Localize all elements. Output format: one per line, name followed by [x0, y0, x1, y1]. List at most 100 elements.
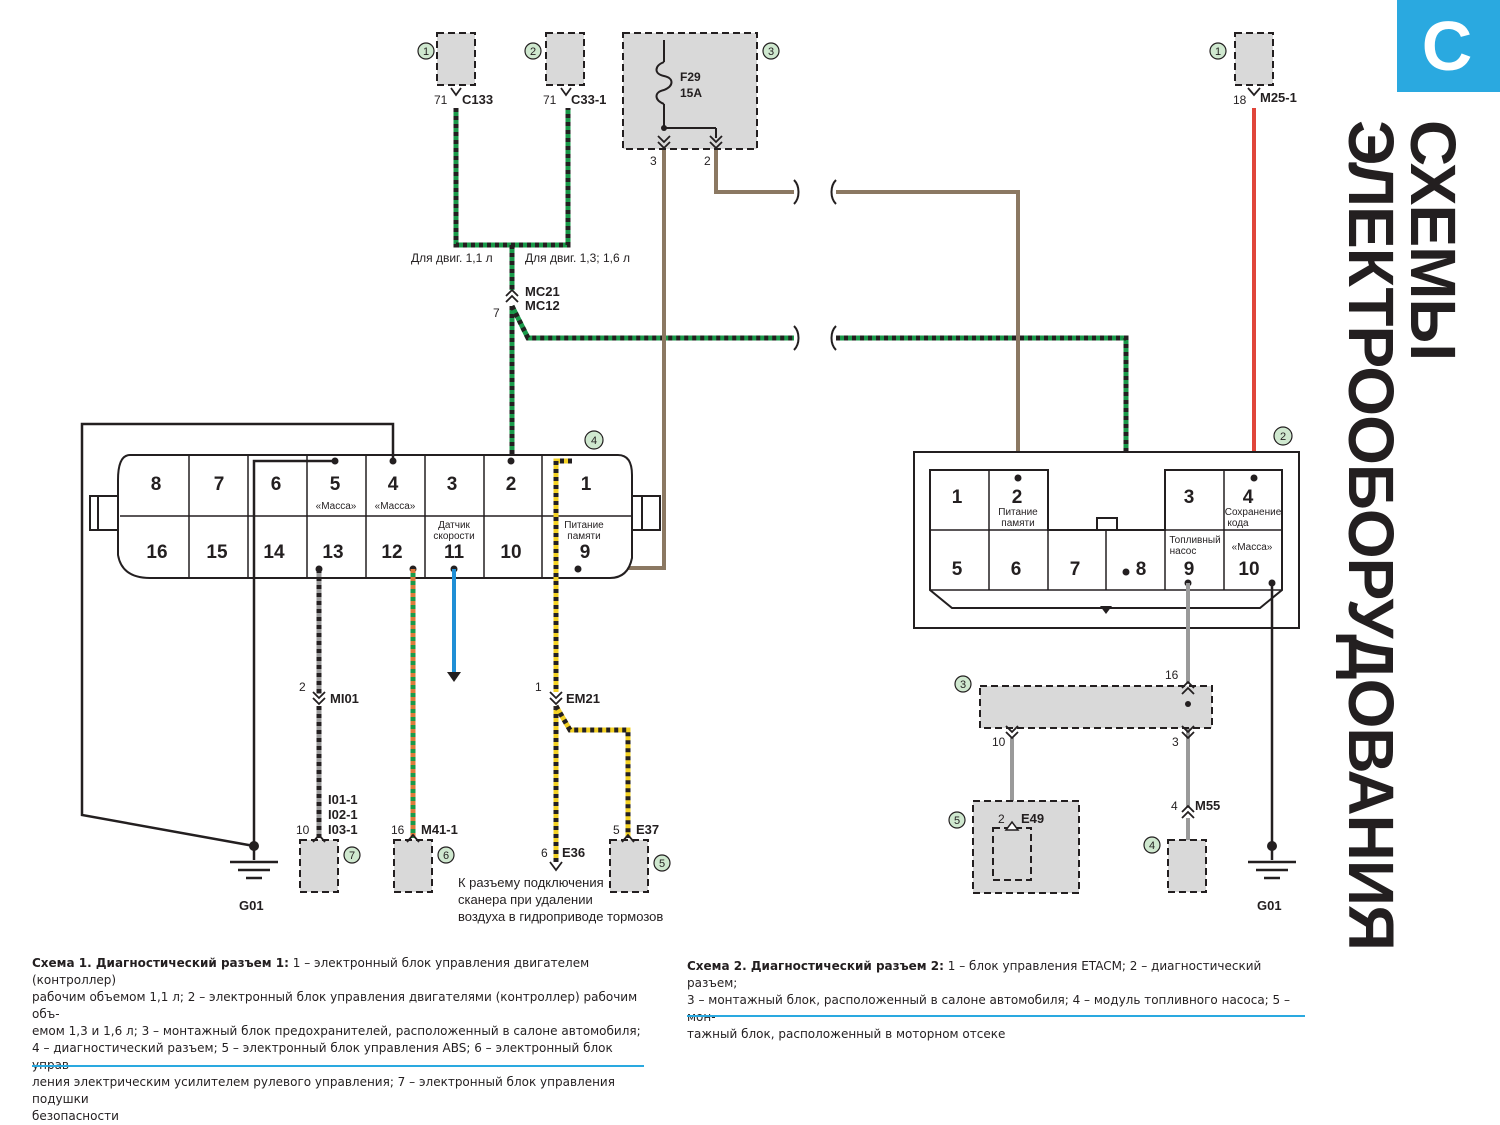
engine-block: 3 16 10 3 — [954, 668, 1213, 749]
svg-text:16: 16 — [391, 823, 405, 837]
svg-text:10: 10 — [500, 542, 521, 563]
svg-text:кода: кода — [1227, 518, 1249, 529]
marker-2 — [524, 42, 542, 60]
svg-text:4: 4 — [1243, 487, 1254, 508]
svg-text:71: 71 — [543, 93, 557, 107]
svg-text:6: 6 — [271, 474, 282, 495]
ground-2 — [1248, 583, 1296, 880]
svg-text:10: 10 — [1238, 559, 1259, 580]
svg-text:сканера при удалении: сканера при удалении — [458, 892, 593, 907]
svg-text:7: 7 — [214, 474, 225, 495]
wiring-diagram: .dash { fill:#d9d9d9; stroke:#231f20; st… — [80, 32, 1300, 924]
svg-text:MC21: MC21 — [525, 284, 560, 299]
marker-5b — [948, 811, 966, 829]
svg-text:E49: E49 — [1021, 811, 1044, 826]
svg-text:I02-1: I02-1 — [328, 807, 358, 822]
svg-text:6: 6 — [443, 850, 449, 862]
wire-green-engine — [453, 108, 571, 290]
caption-2-rule — [687, 1015, 1305, 1017]
svg-text:насос: насос — [1170, 546, 1197, 557]
svg-text:8: 8 — [151, 474, 162, 495]
module-abs: 5 5 E37 — [609, 822, 671, 893]
module-eps: 6 16 M41-1 — [391, 822, 458, 893]
svg-text:15: 15 — [206, 542, 228, 563]
svg-text:3: 3 — [960, 679, 966, 691]
svg-text:Питание: Питание — [998, 507, 1038, 518]
engine-1-3-label: Для двиг. 1,3; 1,6 л — [525, 251, 630, 265]
svg-text:К разъему подключения: К разъему подключения — [458, 875, 604, 890]
module-airbag: 7 10 I01-1 I02-1 I03-1 — [296, 792, 361, 893]
svg-text:1: 1 — [535, 680, 542, 694]
svg-text:2: 2 — [1280, 431, 1286, 443]
svg-text:3: 3 — [447, 474, 458, 495]
svg-text:«Масса»: «Масса» — [1232, 542, 1273, 553]
module-m55: 4 4 M55 — [1143, 798, 1220, 893]
svg-text:5: 5 — [952, 559, 963, 580]
svg-text:6: 6 — [541, 846, 548, 860]
wire-blue-11 — [447, 569, 461, 682]
wire-ground-black — [80, 422, 395, 880]
svg-text:11: 11 — [444, 542, 465, 563]
svg-text:9: 9 — [580, 542, 591, 563]
dlc-1: 4 8 7 6 5 4 3 2 1 16 15 14 13 12 11 10 9… — [89, 430, 661, 579]
svg-text:18: 18 — [1233, 93, 1247, 107]
svg-text:16: 16 — [1165, 668, 1179, 682]
caption-2: Схема 2. Диагностический разъем 2: 1 – б… — [687, 959, 1290, 1041]
section-tab — [1397, 0, 1500, 92]
svg-text:8: 8 — [1136, 559, 1147, 580]
svg-text:71: 71 — [434, 93, 448, 107]
svg-text:E37: E37 — [636, 822, 659, 837]
svg-text:2: 2 — [299, 680, 306, 694]
marker-6 — [437, 846, 455, 864]
svg-text:13: 13 — [322, 542, 343, 563]
svg-text:2: 2 — [530, 46, 536, 58]
ground-label-2: G01 — [1257, 898, 1282, 913]
svg-text:7: 7 — [349, 850, 355, 862]
wire-yellow-1 — [549, 458, 631, 872]
marker-2b — [1273, 426, 1293, 446]
svg-text:C33-1: C33-1 — [571, 92, 606, 107]
svg-text:Датчик: Датчик — [438, 520, 470, 531]
svg-text:7: 7 — [493, 306, 500, 320]
svg-text:5: 5 — [330, 474, 341, 495]
svg-text:1: 1 — [1215, 46, 1221, 58]
svg-text:16: 16 — [146, 542, 167, 563]
svg-text:воздуха в гидроприводе тормозо: воздуха в гидроприводе тормозов — [458, 909, 663, 924]
svg-text:Сохранение: Сохранение — [1225, 507, 1282, 518]
svg-text:4: 4 — [388, 474, 399, 495]
svg-text:3: 3 — [1184, 487, 1195, 508]
svg-text:скорости: скорости — [433, 531, 474, 542]
fuse-symbol — [655, 61, 673, 105]
ground-label: G01 — [239, 898, 264, 913]
svg-text:3: 3 — [1172, 735, 1179, 749]
section-letter: С — [1421, 7, 1473, 85]
svg-text:9: 9 — [1184, 559, 1195, 580]
svg-text:1: 1 — [952, 487, 963, 508]
svg-text:M55: M55 — [1195, 798, 1220, 813]
fuse-block: 3 F29 15A 3 2 — [622, 32, 780, 168]
svg-text:4: 4 — [1171, 799, 1178, 813]
wire-gray-13 — [312, 569, 326, 838]
svg-text:M25-1: M25-1 — [1260, 90, 1297, 105]
svg-text:EM21: EM21 — [566, 691, 600, 706]
svg-text:15A: 15A — [680, 86, 702, 100]
svg-text:Питание: Питание — [564, 520, 604, 531]
connector-mc21 — [505, 288, 519, 303]
caption-1-rule — [32, 1065, 644, 1067]
engine-1-1-label: Для двиг. 1,1 л — [411, 251, 493, 265]
marker-7 — [343, 846, 361, 864]
marker-4b — [1143, 836, 1161, 854]
scanner-note: К разъему подключения сканера при удален… — [458, 875, 663, 924]
svg-text:3: 3 — [768, 46, 774, 58]
svg-text:памяти: памяти — [567, 531, 600, 542]
svg-text:«Масса»: «Масса» — [375, 501, 416, 512]
svg-text:5: 5 — [613, 823, 620, 837]
svg-text:10: 10 — [992, 735, 1006, 749]
connector-c133: 1 71 C133 — [417, 32, 493, 107]
svg-text:5: 5 — [954, 815, 960, 827]
marker-3b — [954, 675, 972, 693]
connector-m25-1: 1 18 M25-1 — [1209, 32, 1297, 107]
module-e49: 5 2 E49 — [948, 800, 1080, 894]
caption-1: Схема 1. Диагностический разъем 1: 1 – э… — [32, 956, 641, 1123]
e36-label: E36 — [562, 845, 585, 860]
